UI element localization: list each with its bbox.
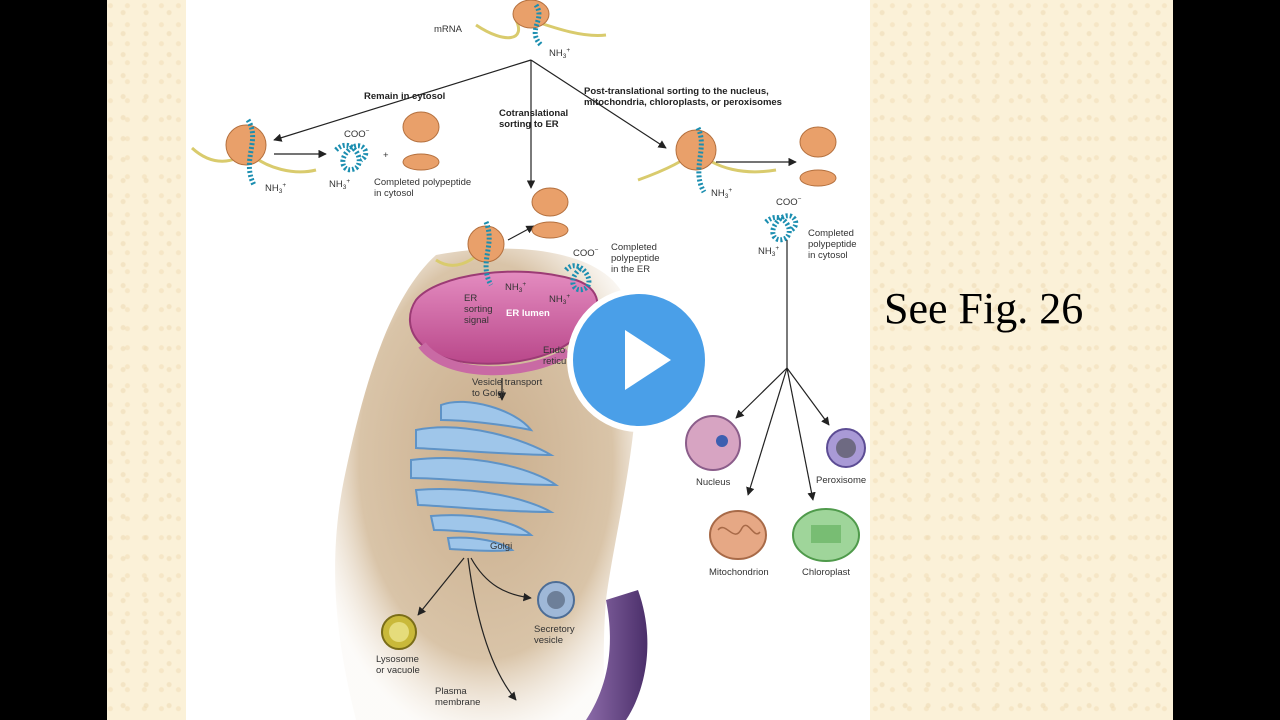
label-nucleus: Nucleus: [696, 477, 731, 488]
right-ribosome: [675, 129, 717, 171]
label-nh3-er: NH3+: [505, 281, 526, 294]
label-lysosome-1: Lysosome: [376, 654, 419, 665]
label-post-1: Post-translational sorting to the nucleu…: [584, 86, 769, 97]
label-vesicle-1: Vesicle transport: [472, 377, 543, 388]
label-cotranslational-2: sorting to ER: [499, 119, 559, 130]
label-secretory-1: Secretory: [534, 624, 575, 635]
er-polypeptide: [564, 263, 592, 293]
label-er-sorting-3: signal: [464, 315, 489, 326]
label-completed-right-1: Completed: [808, 228, 854, 239]
figure-panel: mRNA NH3+ Remain in cytosol Cotranslatio…: [186, 0, 870, 720]
label-nh3-right: NH3+: [711, 187, 732, 200]
slide: mRNA NH3+ Remain in cytosol Cotranslatio…: [107, 0, 1173, 720]
label-lysosome-2: or vacuole: [376, 665, 420, 676]
left-ribosome: [225, 124, 267, 166]
label-completed-right-3: in cytosol: [808, 250, 848, 261]
label-golgi: Golgi: [490, 541, 512, 552]
label-nh3-right2: NH3+: [758, 245, 779, 258]
label-endo-1: Endo: [543, 345, 565, 356]
label-vesicle-2: to Golgi: [472, 388, 505, 399]
label-nh3-top: NH3+: [549, 47, 570, 60]
label-er-lumen: ER lumen: [506, 308, 550, 319]
label-completed-cytosol-1: Completed polypeptide: [374, 177, 471, 188]
right-polypeptide: [764, 213, 799, 243]
protein-sorting-diagram: mRNA NH3+ Remain in cytosol Cotranslatio…: [190, 0, 866, 720]
label-mitochondrion: Mitochondrion: [709, 567, 769, 578]
label-plasma-1: Plasma: [435, 686, 467, 697]
label-chloroplast: Chloroplast: [802, 567, 850, 578]
label-coo-left: COO−: [344, 128, 370, 140]
label-plus: +: [383, 150, 389, 161]
play-button[interactable]: [567, 288, 711, 432]
label-post-2: mitochondria, chloroplasts, or peroxisom…: [584, 97, 782, 108]
label-er-sorting-2: sorting: [464, 304, 493, 315]
label-coo-right: COO−: [776, 196, 802, 208]
label-peroxisome: Peroxisome: [816, 475, 866, 486]
label-completed-er-3: in the ER: [611, 264, 650, 275]
label-nh3-left: NH3+: [265, 182, 286, 195]
label-plasma-2: membrane: [435, 697, 480, 708]
label-er-sorting-1: ER: [464, 293, 477, 304]
top-ribosome: [512, 0, 550, 29]
label-completed-right-2: polypeptide: [808, 239, 857, 250]
label-secretory-2: vesicle: [534, 635, 563, 646]
label-remain-cytosol: Remain in cytosol: [364, 91, 445, 102]
label-nh3-left2: NH3+: [329, 178, 350, 191]
plasma-membrane: [586, 590, 648, 720]
label-cotranslational-1: Cotranslational: [499, 108, 568, 119]
label-completed-er-1: Completed: [611, 242, 657, 253]
label-mrna: mRNA: [434, 24, 463, 35]
play-icon: [625, 330, 671, 390]
slide-caption: See Fig. 26: [884, 284, 1084, 333]
label-nh3-er2: NH3+: [549, 293, 570, 306]
left-polypeptide: [334, 142, 369, 173]
label-coo-er: COO−: [573, 247, 599, 259]
label-completed-er-2: polypeptide: [611, 253, 660, 264]
mitochondrion-organelle: [709, 510, 767, 560]
nucleus-organelle: [685, 415, 741, 471]
label-completed-cytosol-2: in cytosol: [374, 188, 414, 199]
golgi-apparatus: [410, 400, 560, 552]
label-endo-2: reticu: [543, 356, 566, 367]
